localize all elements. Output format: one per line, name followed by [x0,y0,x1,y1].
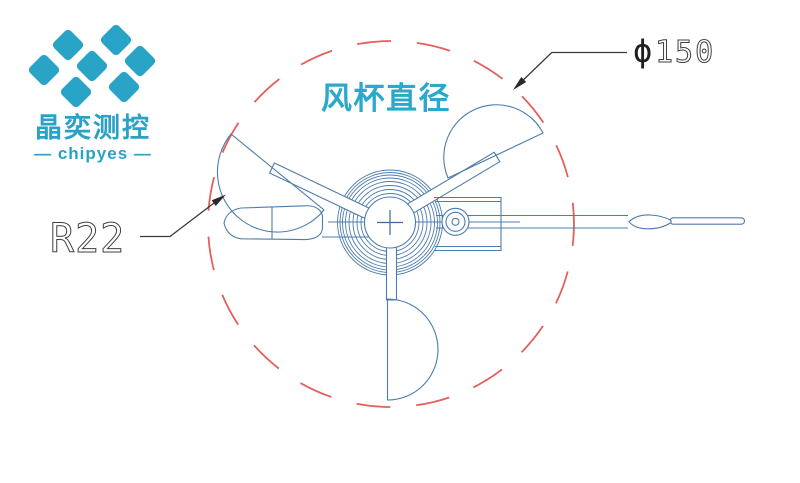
drawing-title: 风杯直径 [321,81,451,116]
brand-name-cn: 晶奕测控 [35,113,151,143]
cup-upper-right [443,104,544,179]
arm-upper-left [268,162,383,225]
leader-arrow-r22-icon [211,194,226,206]
dim-diameter-symbol: ϕ [633,32,652,70]
rotor-arms [268,151,501,301]
rod-leaf-joint [628,214,672,230]
wind-cups [216,104,544,401]
arm-upper-right [399,151,501,219]
cup-edge-on-capsule [223,205,324,241]
dashed-diameter-circle [207,40,575,408]
support-rod [628,214,746,230]
leader-arrow-phi150-icon [513,77,527,90]
rod-tail [669,217,746,225]
cup-upper-left [216,133,325,233]
leader-phi150 [513,51,627,90]
logo-diamonds-icon [28,24,155,108]
body-bearing-circles [441,207,470,236]
cup-bottom [386,298,439,401]
arm-down [385,245,398,301]
brand-name-en: — chipyes — [34,143,152,163]
dim-diameter-value: 150 [655,35,715,70]
brand-logo: 晶奕测控 — chipyes — [18,16,168,163]
leader-r22 [140,194,226,238]
hub-center-cross [377,210,403,235]
dim-radius-label: R22 [50,216,125,262]
